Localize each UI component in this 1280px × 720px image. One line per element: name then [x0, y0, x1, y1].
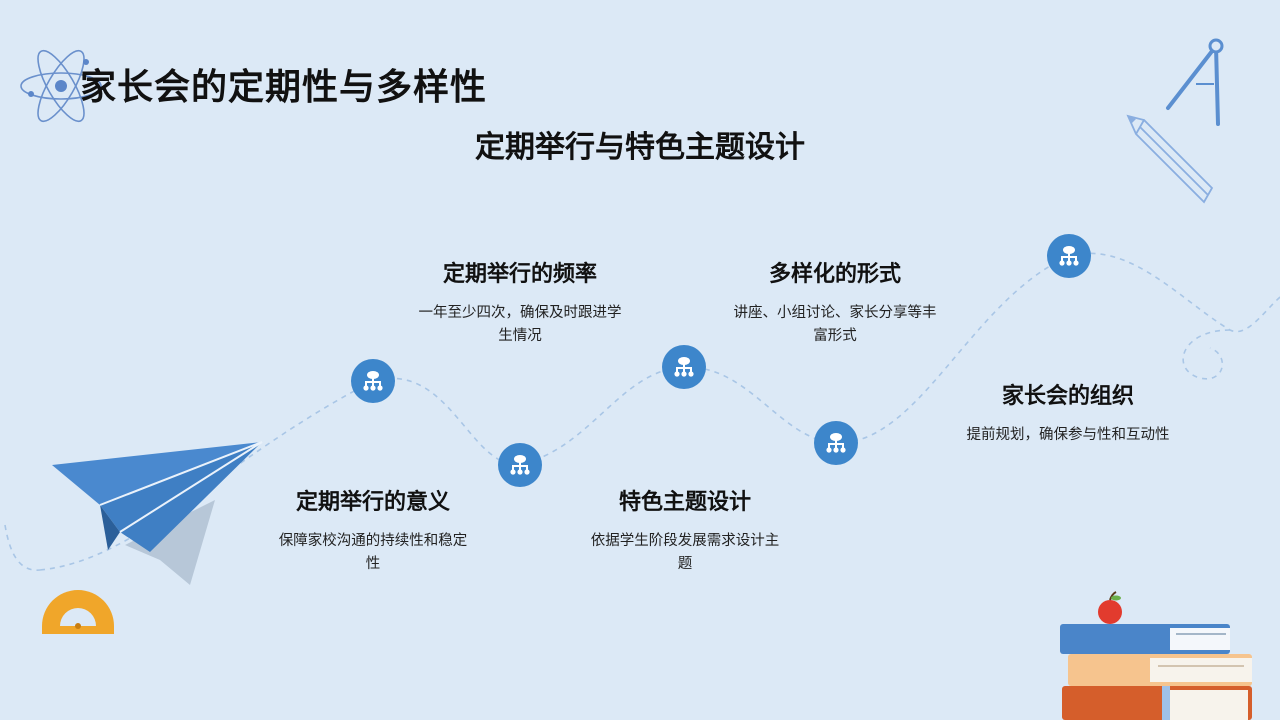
page-subtitle: 定期举行与特色主题设计 — [475, 130, 805, 165]
card-desc: 一年至少四次，确保及时跟进学生情况 — [418, 305, 622, 344]
card-title: 定期举行的频率 — [442, 262, 597, 287]
card-title: 特色主题设计 — [618, 490, 751, 515]
card-frequency: 定期举行的频率 一年至少四次，确保及时跟进学生情况 — [418, 256, 622, 348]
hierarchy-icon — [510, 455, 530, 475]
card-title: 定期举行的意义 — [295, 490, 450, 515]
hierarchy-icon — [1059, 246, 1079, 266]
card-title: 多样化的形式 — [768, 262, 901, 287]
hierarchy-icon — [674, 357, 694, 377]
page-title: 家长会的定期性与多样性 — [80, 67, 488, 108]
compass-icon — [1166, 38, 1224, 126]
card-desc: 提前规划，确保参与性和互动性 — [966, 427, 1170, 443]
timeline-node-2 — [498, 443, 542, 487]
card-theme-design: 特色主题设计 依据学生阶段发展需求设计主题 — [585, 484, 785, 576]
card-diverse-forms: 多样化的形式 讲座、小组讨论、家长分享等丰富形式 — [732, 256, 938, 348]
books-apple-icon — [1060, 591, 1252, 720]
card-desc: 讲座、小组讨论、家长分享等丰富形式 — [733, 305, 937, 344]
card-title: 家长会的组织 — [1001, 384, 1134, 409]
timeline-node-1 — [351, 359, 395, 403]
card-desc: 保障家校沟通的持续性和稳定性 — [278, 533, 468, 572]
pencil-icon — [1126, 114, 1214, 204]
atom-icon — [20, 49, 102, 123]
protractor-icon — [42, 590, 114, 634]
hierarchy-icon — [826, 433, 846, 453]
card-organization: 家长会的组织 提前规划，确保参与性和互动性 — [966, 378, 1170, 447]
timeline-node-4 — [814, 421, 858, 465]
timeline-node-3 — [662, 345, 706, 389]
hierarchy-icon — [363, 371, 383, 391]
timeline-node-5 — [1047, 234, 1091, 278]
card-desc: 依据学生阶段发展需求设计主题 — [590, 533, 780, 572]
card-significance: 定期举行的意义 保障家校沟通的持续性和稳定性 — [273, 484, 473, 576]
paper-plane-icon — [52, 441, 263, 585]
